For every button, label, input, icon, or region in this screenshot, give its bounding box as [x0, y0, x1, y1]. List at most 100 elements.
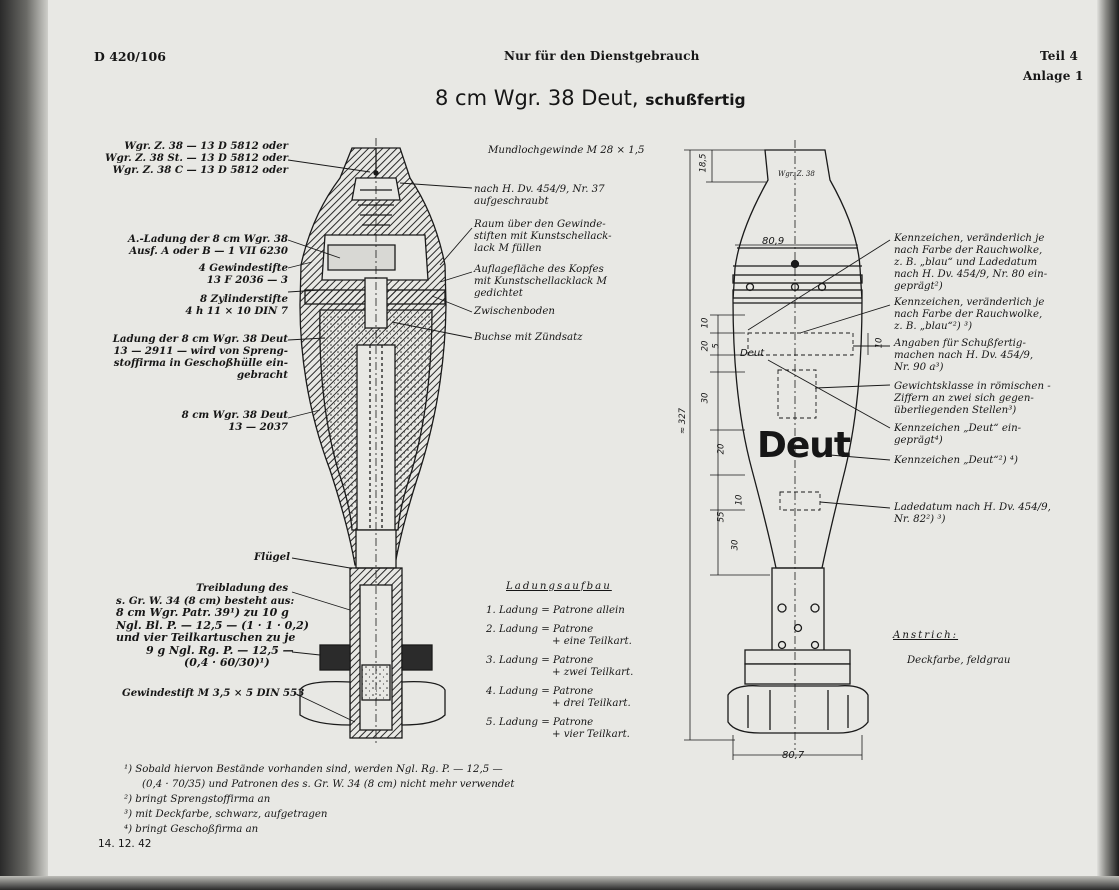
deut-big-mark: Deut	[757, 425, 851, 466]
ladung-a: Patrone	[553, 686, 594, 697]
deut-small-mark: Deut	[740, 348, 765, 359]
label-treib-1: Treibladung des	[196, 582, 289, 594]
ladung-row: 5. Ladung = Patrone + vier Teilkart.	[486, 717, 630, 741]
label-zylinderstifte-2: 4 h 11 × 10 DIN 7	[185, 305, 288, 317]
label-lade-1: Ladedatum nach H. Dv. 454/9,	[894, 502, 1051, 513]
label-deut1: Kennzeichen „Deut“ ein- geprägt⁴)	[894, 423, 1021, 447]
label-gewicht-1: Gewichtsklasse in römischen -	[894, 381, 1051, 392]
page-shadow-bottom	[0, 876, 1119, 890]
anstrich-text: Deckfarbe, feldgrau	[907, 655, 1011, 666]
label-fuze-1: Wgr. Z. 38 — 13 D 5812 oder	[124, 140, 288, 152]
restriction-note: Nur für den Dienstgebrauch	[504, 49, 700, 63]
label-treibladung: Treibladung des s. Gr. W. 34 (8 cm) best…	[116, 582, 309, 670]
footnote-2: ²) bringt Sprengstoffirma an	[124, 794, 271, 805]
diam-head-label: 80,9	[762, 236, 785, 247]
footnote-4: ⁴) bringt Geschoßfirma an	[124, 824, 259, 835]
label-deut2: Kennzeichen „Deut“²) ⁴)	[894, 455, 1018, 466]
label-auflage-3: gedichtet	[474, 288, 523, 299]
title-sub: schußfertig	[645, 91, 746, 109]
label-ladung-2: 13 — 2911 — wird von Spreng-	[113, 345, 288, 357]
anstrich-heading: Anstrich:	[893, 630, 959, 641]
label-angaben-3: Nr. 90 a³)	[894, 362, 944, 373]
section-drawing	[299, 138, 447, 745]
footnote-1b: (0,4 · 70/35) und Patronen des s. Gr. W.…	[142, 779, 515, 790]
label-gewindestifte-2: 13 F 2036 — 3	[206, 274, 288, 286]
label-fuze: Wgr. Z. 38 — 13 D 5812 oder Wgr. Z. 38 S…	[80, 140, 288, 176]
dim-55: 55	[716, 511, 727, 523]
label-kenn2-2: nach Farbe der Rauchwolke,	[894, 309, 1043, 320]
label-kenn1: Kennzeichen, veränderlich je nach Farbe …	[894, 233, 1047, 293]
label-kenn1-1: Kennzeichen, veränderlich je	[894, 233, 1045, 244]
dim-5: 5	[711, 343, 722, 349]
label-fluegel: Flügel	[254, 551, 290, 563]
ladung-eq: =	[541, 624, 550, 635]
dim-20a: 20	[700, 340, 711, 352]
footnote-3: ³) mit Deckfarbe, schwarz, aufgetragen	[124, 809, 328, 820]
page-title: 8 cm Wgr. 38 Deut, schußfertig	[435, 86, 746, 110]
dim-327: ≈ 327	[678, 407, 689, 435]
label-gewindestift: Gewindestift M 3,5 × 5 DIN 553	[122, 687, 305, 699]
label-zwischenboden: Zwischenboden	[474, 306, 555, 317]
ladung-num: 1. Ladung	[486, 605, 538, 616]
ladung-row: 3. Ladung = Patrone + zwei Teilkart.	[486, 655, 633, 679]
footnotes: ¹) Sobald hiervon Bestände vorhanden sin…	[124, 762, 514, 837]
label-ladung-4: gebracht	[236, 369, 288, 381]
label-angaben-2: machen nach H. Dv. 454/9,	[894, 350, 1034, 361]
label-aladung-1: A.-Ladung der 8 cm Wgr. 38	[128, 233, 288, 245]
ladung-a: Patrone allein	[553, 605, 625, 616]
label-kenn1-5: geprägt²)	[894, 281, 943, 292]
ladung-a: Patrone	[553, 655, 594, 666]
label-treib-7: (0,4 · 60/30)¹)	[184, 656, 270, 669]
dim-18-5: 18,5	[698, 153, 709, 173]
label-gewicht-3: überliegenden Stellen³)	[894, 405, 1017, 416]
label-kenn1-3: z. B. „blau“ und Ladedatum	[894, 257, 1038, 268]
label-treib-4: Ngl. Bl. P. — 12,5 — (1 · 1 · 0,2)	[116, 618, 309, 632]
label-hdv: nach H. Dv. 454/9, Nr. 37 aufgeschraubt	[474, 184, 605, 208]
label-raum-2: stiften mit Kunstschellack-	[474, 231, 612, 242]
dim-10a: 10	[700, 317, 711, 329]
part-number: Teil 4	[1040, 49, 1079, 63]
label-auflage-2: mit Kunstschellacklack M	[474, 276, 607, 287]
ladung-b: + drei Teilkart.	[552, 698, 631, 709]
ladung-num: 2. Ladung	[486, 624, 538, 635]
label-fuze-3: Wgr. Z. 38 C — 13 D 5812 oder	[112, 164, 288, 176]
label-kenn1-4: nach H. Dv. 454/9, Nr. 80 ein-	[894, 269, 1048, 280]
ladung-row: 2. Ladung = Patrone + eine Teilkart.	[486, 624, 632, 648]
label-gewindestifte: 4 Gewindestifte 13 F 2036 — 3	[80, 262, 288, 286]
ladungsaufbau-heading: Ladungsaufbau	[506, 581, 612, 592]
page-shadow-left	[0, 0, 48, 890]
ladung-a: Patrone	[553, 624, 594, 635]
label-ladung-3: stoffirma in Geschoßhülle ein-	[113, 357, 288, 369]
leader-lines-middle	[391, 182, 473, 339]
ladung-b: + zwei Teilkart.	[552, 667, 634, 678]
label-deut1-2: geprägt⁴)	[894, 435, 943, 446]
label-fuze-2: Wgr. Z. 38 St. — 13 D 5812 oder	[105, 152, 288, 164]
label-wgr: 8 cm Wgr. 38 Deut 13 — 2037	[80, 409, 288, 433]
label-aladung-2: Ausf. A oder B — 1 VII 6230	[129, 245, 288, 257]
label-raum-1: Raum über den Gewinde-	[474, 219, 606, 230]
label-lade-2: Nr. 82²) ³)	[894, 514, 946, 525]
label-gewicht: Gewichtsklasse in römischen - Ziffern an…	[894, 381, 1051, 417]
leader-lines-left	[287, 159, 371, 723]
label-zylinderstifte: 8 Zylinderstifte 4 h 11 × 10 DIN 7	[80, 293, 288, 317]
label-treib-3: 8 cm Wgr. Patr. 39¹) zu 10 g	[116, 606, 289, 619]
fuze-mark: Wgr. Z. 38	[778, 170, 815, 178]
ladung-b: + eine Teilkart.	[552, 636, 632, 647]
footnote-1a: ¹) Sobald hiervon Bestände vorhanden sin…	[124, 764, 503, 775]
label-kenn2: Kennzeichen, veränderlich je nach Farbe …	[894, 297, 1044, 333]
label-gewicht-2: Ziffern an zwei sich gegen-	[894, 393, 1034, 404]
ladung-eq: =	[541, 605, 550, 616]
label-hdv-1: nach H. Dv. 454/9, Nr. 37	[474, 184, 605, 195]
label-zylinderstifte-1: 8 Zylinderstifte	[200, 293, 288, 305]
ladung-eq: =	[541, 686, 550, 697]
label-treib-5: und vier Teilkartuschen zu je	[116, 631, 296, 644]
label-kenn2-3: z. B. „blau“²) ³)	[894, 321, 973, 332]
label-treib-2: s. Gr. W. 34 (8 cm) besteht aus:	[116, 594, 295, 607]
dim-30a: 30	[700, 392, 711, 404]
ladung-eq: =	[541, 717, 550, 728]
label-wgr-1: 8 cm Wgr. 38 Deut	[181, 409, 288, 421]
page-shadow-right	[1097, 0, 1119, 890]
label-angaben-1: Angaben für Schußfertig-	[894, 338, 1026, 349]
